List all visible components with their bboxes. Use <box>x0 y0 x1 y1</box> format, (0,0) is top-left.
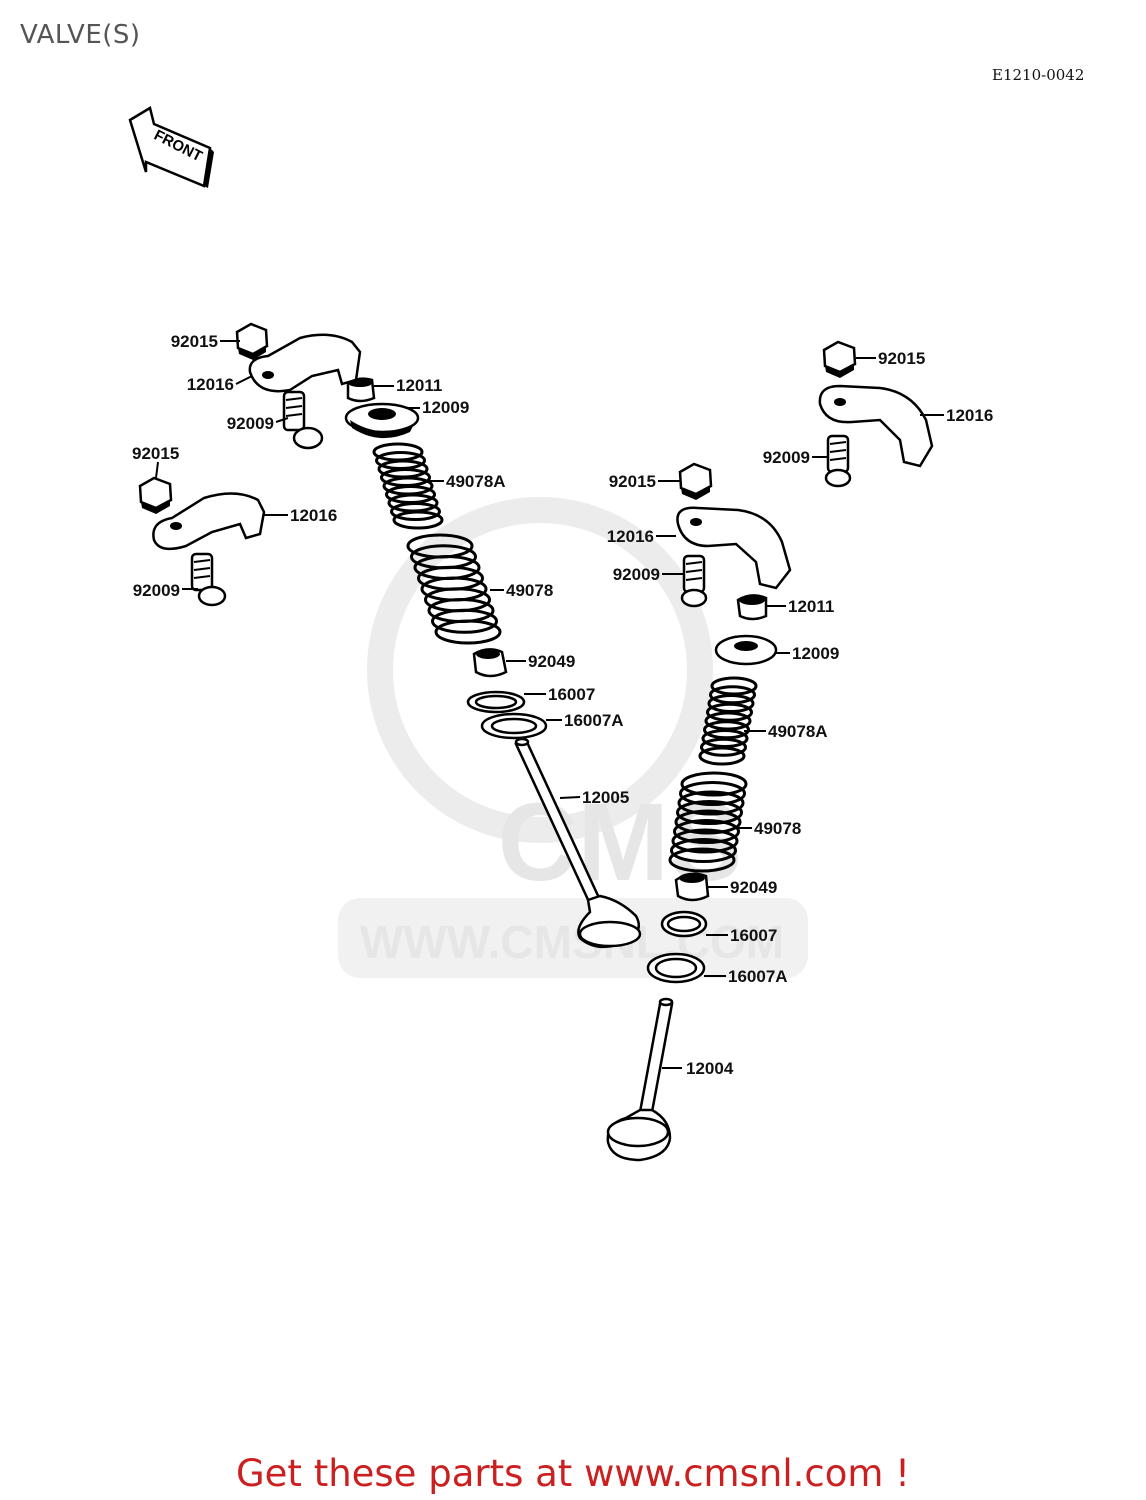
left-rocker-lower <box>138 476 266 607</box>
exhaust-outer-spring <box>406 533 502 645</box>
callout-16007a-intake: 16007A <box>728 967 788 986</box>
callout-92015-left-top: 92015 <box>171 332 218 351</box>
callout-92009-right-top: 92009 <box>763 448 810 467</box>
intake-lower-parts <box>606 872 710 1162</box>
left-rocker-top <box>235 322 362 450</box>
callout-92009-left-lower: 92009 <box>133 581 180 600</box>
callout-92015-left-lower: 92015 <box>132 444 179 463</box>
callout-12016-left-lower: 12016 <box>290 506 337 525</box>
right-rocker-mid <box>676 462 792 608</box>
callout-16007-intake: 16007 <box>730 926 777 945</box>
exhaust-lower-parts <box>466 648 642 949</box>
callout-92049-intake: 92049 <box>730 878 777 897</box>
diagram-code: E1210-0042 <box>992 66 1085 84</box>
callout-49078a-exhaust: 49078A <box>446 472 506 491</box>
watermark-url: WWW.CMSNL.COM <box>360 916 784 968</box>
page-title: VALVE(S) <box>20 20 141 50</box>
callout-12016-right-mid: 12016 <box>607 527 654 546</box>
callout-49078-intake: 49078 <box>754 819 801 838</box>
leader-lines <box>155 340 944 1069</box>
callout-92049-exhaust: 92049 <box>528 652 575 671</box>
callout-12016-left-top: 12016 <box>187 375 234 394</box>
callout-92015-right-top: 92015 <box>878 349 925 368</box>
intake-inner-spring <box>698 676 758 766</box>
intake-outer-spring <box>668 771 748 873</box>
callout-12016-right-top: 12016 <box>946 406 993 425</box>
exhaust-valve-stack <box>344 377 420 439</box>
callout-16007a-exhaust: 16007A <box>564 711 624 730</box>
callout-12009-exhaust: 12009 <box>422 398 469 417</box>
callout-49078a-intake: 49078A <box>768 722 828 741</box>
callout-12011-intake: 12011 <box>788 597 834 616</box>
callout-92015-right-mid: 92015 <box>609 472 656 491</box>
callout-92009-left-top: 92009 <box>227 414 274 433</box>
front-arrow-icon: FRONT <box>128 106 214 188</box>
callout-labels: 92015 12016 92009 12011 12009 49078A 490… <box>132 332 993 1078</box>
exhaust-inner-spring <box>372 442 444 530</box>
callout-49078-exhaust: 49078 <box>506 581 553 600</box>
footer-cta-link[interactable]: Get these parts at www.cmsnl.com ! <box>235 1452 910 1495</box>
right-rocker-top <box>818 340 934 488</box>
callout-12009-intake: 12009 <box>792 644 839 663</box>
callout-92009-right-mid: 92009 <box>613 565 660 584</box>
valve-exploded-diagram: CMS WWW.CMSNL.COM FRONT <box>128 106 993 1162</box>
callout-12005-exhaust-valve: 12005 <box>582 788 629 807</box>
intake-upper-parts <box>714 594 778 666</box>
callout-12004-intake-valve: 12004 <box>686 1059 734 1078</box>
callout-16007-exhaust: 16007 <box>548 685 595 704</box>
callout-12011-exhaust: 12011 <box>396 376 442 395</box>
